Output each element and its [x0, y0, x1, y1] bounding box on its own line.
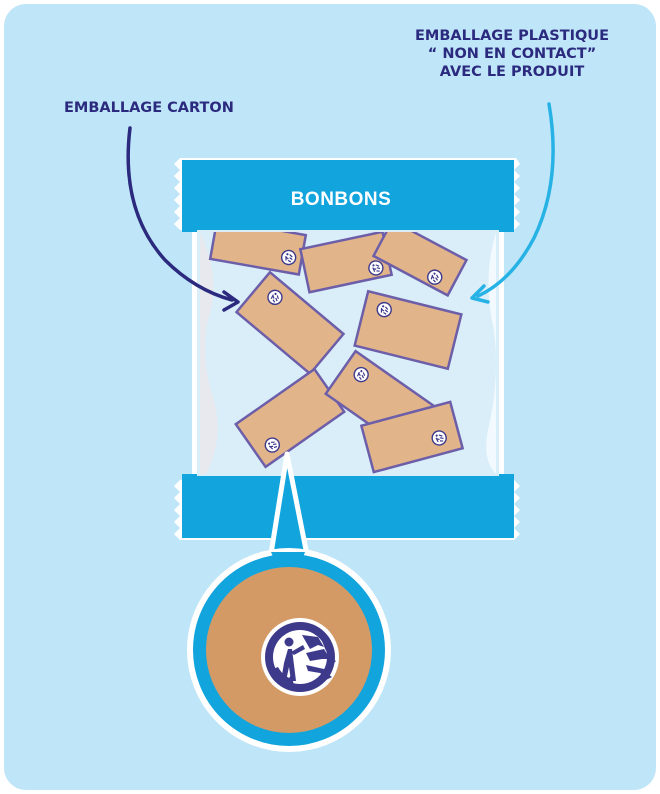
plastic-label-line: EMBALLAGE PLASTIQUE	[388, 27, 636, 45]
bag-title: BONBONS	[186, 189, 496, 211]
plastic-label-line: “ NON EN CONTACT”	[388, 45, 636, 63]
candy-bag	[174, 158, 520, 540]
plastic-label-line: AVEC LE PRODUIT	[388, 63, 636, 81]
triman-recycling-icon	[261, 618, 339, 696]
carton-label: EMBALLAGE CARTON	[64, 99, 234, 117]
bag-bottom-band	[182, 474, 514, 538]
plastic-label: EMBALLAGE PLASTIQUE “ NON EN CONTACT” AV…	[388, 27, 636, 81]
